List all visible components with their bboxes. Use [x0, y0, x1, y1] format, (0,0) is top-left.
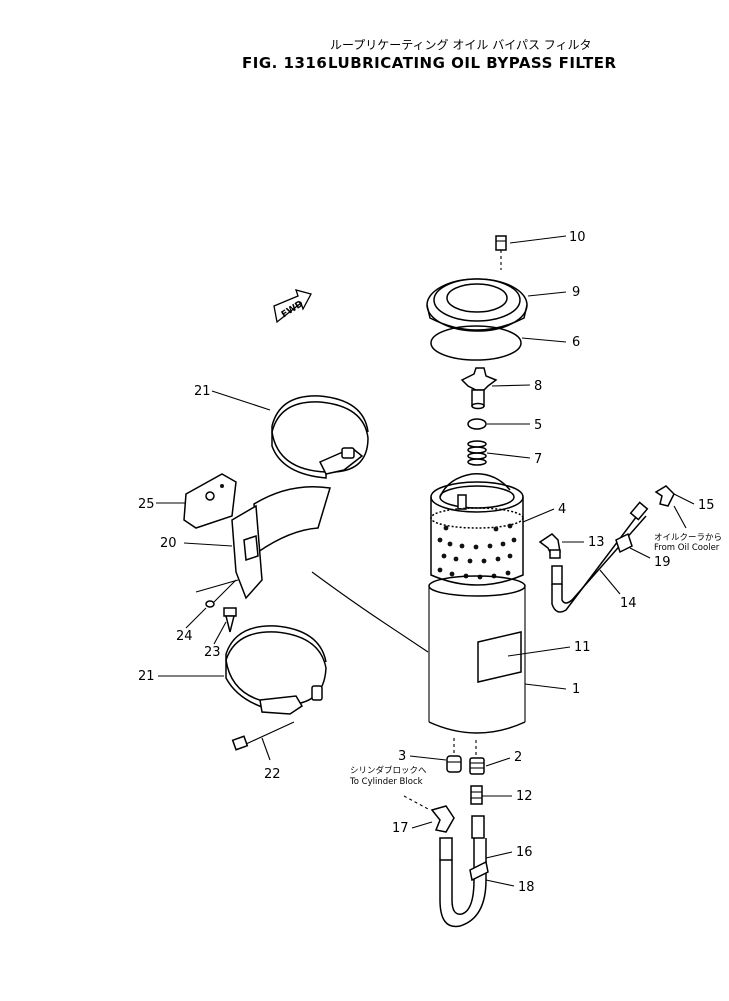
callout-15: 15 — [698, 498, 715, 513]
callout-8: 8 — [534, 379, 542, 394]
part-5-o-ring — [467, 418, 487, 430]
note-to-block-en: To Cylinder Block — [349, 777, 423, 787]
forward-arrow-icon: FWD — [273, 289, 312, 324]
part-25-plate — [183, 473, 237, 529]
callout-2: 2 — [514, 750, 522, 765]
note-to-block-jp: シリンダブロックへ — [350, 765, 427, 776]
callout-25: 25 — [138, 497, 155, 512]
part-21-band-lower — [225, 625, 327, 715]
callout-14: 14 — [620, 596, 637, 611]
part-14-tube — [551, 501, 649, 613]
part-18-clip — [469, 860, 489, 882]
callout-21-upper: 21 — [194, 384, 211, 399]
title-block: ループリケーティング オイル バイパス フィルタ FIG. 1316 LUBRI… — [242, 38, 617, 72]
part-23-bolt — [223, 607, 237, 633]
callout-numbers: 10 9 6 8 5 7 4 13 14 15 19 11 1 2 3 12 1… — [138, 230, 715, 895]
callout-11: 11 — [574, 640, 591, 655]
callout-22: 22 — [264, 767, 281, 782]
part-19-clamp — [615, 532, 633, 554]
title-japanese: ループリケーティング オイル バイパス フィルタ — [330, 38, 592, 52]
part-8-handle — [460, 367, 498, 410]
part-1-body — [428, 575, 526, 734]
part-11-label — [477, 631, 522, 683]
callout-17: 17 — [392, 821, 409, 836]
callout-20: 20 — [160, 536, 177, 551]
flow-notes: オイルクーラから From Oil Cooler シリンダブロックへ To Cy… — [349, 533, 722, 787]
callout-12: 12 — [516, 789, 533, 804]
part-17-elbow — [403, 795, 455, 833]
part-21-band-upper — [271, 395, 369, 479]
callout-3: 3 — [398, 749, 406, 764]
part-15-elbow — [654, 485, 675, 507]
part-16-hose — [439, 815, 487, 928]
part-9-cover — [426, 278, 528, 332]
figure-number: FIG. 1316 — [242, 54, 327, 72]
assembly-guide-line — [311, 571, 429, 653]
callout-9: 9 — [572, 285, 580, 300]
note-from-cooler-jp: オイルクーラから — [654, 533, 722, 543]
part-2-fitting — [469, 757, 485, 775]
part-20-bracket — [195, 485, 331, 603]
callout-13: 13 — [588, 535, 605, 550]
part-7-spring — [467, 440, 487, 466]
part-4-element — [430, 473, 524, 586]
part-24-washer — [205, 600, 215, 608]
callout-1: 1 — [572, 682, 580, 697]
callout-18: 18 — [518, 880, 535, 895]
part-22-bolt — [231, 721, 295, 751]
callout-21-lower: 21 — [138, 669, 155, 684]
figure-title: LUBRICATING OIL BYPASS FILTER — [328, 54, 617, 72]
callout-16: 16 — [516, 845, 533, 860]
callout-4: 4 — [558, 502, 566, 517]
leader-lines — [156, 235, 695, 887]
part-12-nipple — [470, 785, 483, 805]
callout-7: 7 — [534, 452, 542, 467]
part-3-plug — [446, 755, 462, 773]
callout-5: 5 — [534, 418, 542, 433]
note-from-cooler-en: From Oil Cooler — [654, 543, 720, 553]
callout-19: 19 — [654, 555, 671, 570]
callout-23: 23 — [204, 645, 221, 660]
callout-24: 24 — [176, 629, 193, 644]
callout-10: 10 — [569, 230, 586, 245]
part-10-plug — [495, 235, 507, 270]
callout-6: 6 — [572, 335, 580, 350]
part-6-o-ring — [430, 325, 522, 361]
part-13-elbow — [538, 533, 561, 559]
